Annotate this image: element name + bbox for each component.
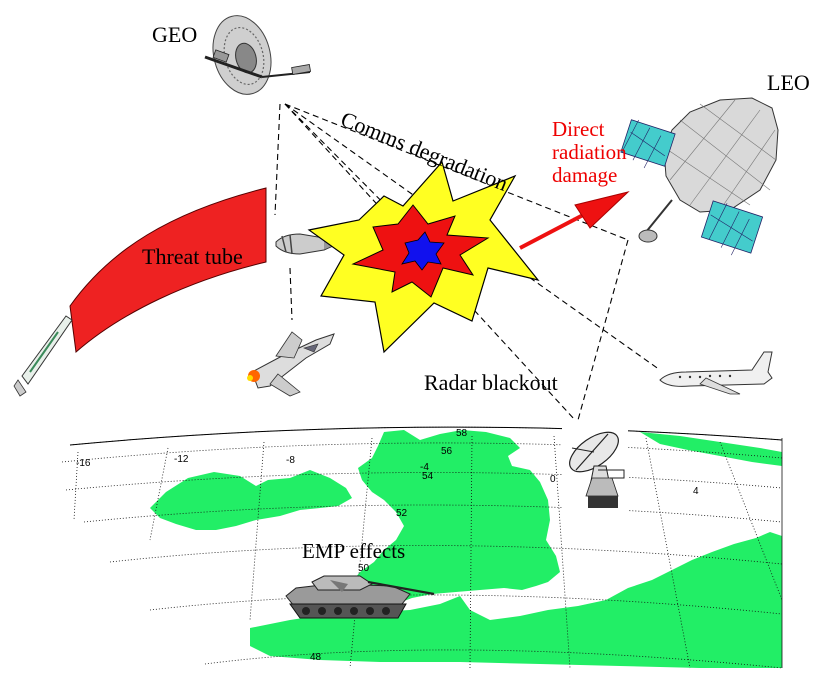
tick-label: 50	[358, 563, 370, 574]
direct-label-line: damage	[552, 163, 618, 187]
tick-label: 58	[456, 428, 468, 439]
emp-effects-label: EMP effects	[302, 539, 406, 563]
leo-solar-panel	[700, 200, 764, 256]
map: -16 -12 -8 -4 0 4 58 56 54 52 50 48	[61, 426, 783, 669]
direct-label-line: radiation	[552, 140, 627, 164]
tick-label: 52	[396, 508, 408, 519]
radar-blackout-label: Radar blackout	[424, 370, 558, 395]
reentry-vehicle-icon	[13, 315, 73, 397]
tick-label: 0	[550, 474, 556, 485]
tick-label: 54	[422, 471, 434, 482]
geo-label: GEO	[152, 22, 198, 47]
tick-label: 56	[441, 446, 453, 457]
direct-damage-arrow	[519, 191, 630, 250]
landmass-europe	[250, 532, 782, 668]
tank-icon	[285, 575, 435, 619]
tick-label: 48	[310, 652, 322, 663]
tick-label: 4	[693, 486, 699, 497]
fighter-jet-icon	[247, 331, 335, 397]
tick-label: -8	[286, 455, 295, 466]
direct-radiation-damage-label: Direct radiation damage	[552, 118, 627, 187]
airliner-icon	[659, 351, 773, 395]
landmass-ireland	[150, 470, 352, 530]
tick-label: -4	[420, 462, 429, 473]
direct-label-line: Direct	[552, 117, 605, 141]
leo-solar-panel	[620, 119, 676, 169]
leo-label: LEO	[767, 70, 810, 95]
tick-label: -12	[174, 454, 189, 465]
landmass-britain	[350, 430, 560, 604]
threat-tube	[69, 187, 267, 353]
tick-label: -16	[76, 458, 91, 469]
leo-satellite-icon	[620, 97, 779, 256]
landmass-scandinavia	[640, 432, 782, 466]
explosion-burst	[307, 160, 540, 354]
burst-core	[401, 231, 445, 271]
threat-tube-label: Threat tube	[142, 244, 243, 269]
geo-satellite-icon	[204, 15, 312, 95]
radar-dish-icon	[562, 424, 628, 512]
